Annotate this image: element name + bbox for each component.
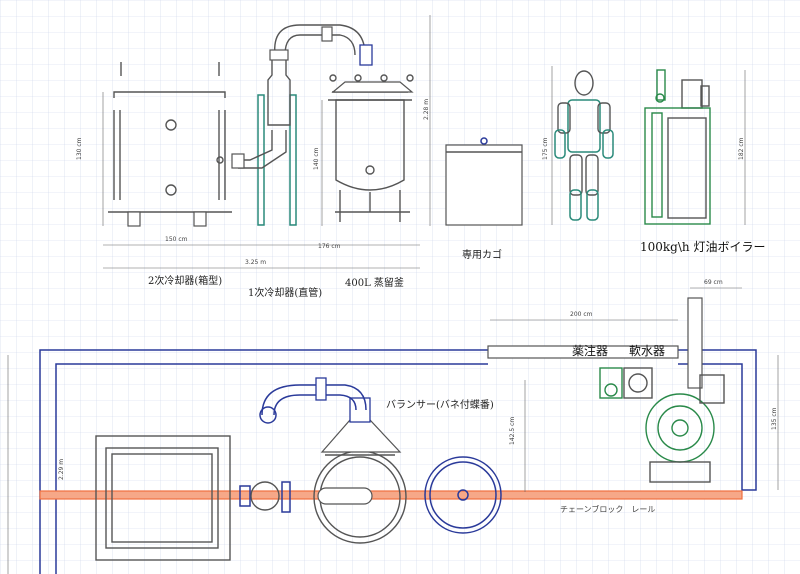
secondary-cooler-elevation (108, 62, 232, 227)
basket-plan (424, 456, 502, 534)
dim-150: 150 cm (165, 236, 188, 243)
dim-175: 175 cm (542, 137, 549, 160)
dim-229: 2.29 m (58, 459, 65, 480)
dim-135: 135 cm (771, 407, 778, 430)
dim-130: 130 cm (76, 137, 83, 160)
still-pot-plan (259, 377, 407, 544)
label-chain-block-rail: チェーンブロック レール (560, 504, 655, 514)
label-primary-cooler: 1次冷却器(直管) (248, 286, 322, 299)
primary-cooler-plan (239, 481, 291, 513)
label-basket: 専用カゴ (462, 248, 502, 261)
dim-182: 182 cm (738, 137, 745, 160)
dim-176: 176 cm (318, 243, 341, 250)
dim-140: 140 cm (313, 147, 320, 170)
primary-cooler-elevation (231, 24, 366, 226)
basket-elevation (445, 137, 523, 226)
label-balancer: バランサー(バネ付蝶番) (386, 398, 494, 411)
label-still-pot: 400L 蒸留釜 (345, 276, 404, 289)
boiler-elevation (644, 69, 711, 225)
dim-1425: 142.5 cm (509, 417, 516, 445)
chain-block-rail (39, 490, 743, 500)
secondary-cooler-plan (95, 435, 231, 561)
boiler-plan (599, 297, 725, 483)
dim-228: 2.28 m (423, 99, 430, 120)
still-pot-elevation (328, 44, 414, 222)
label-chemical-injector: 薬注器 (572, 343, 608, 358)
dim-325: 3.25 m (245, 259, 266, 266)
human-scale-figure (554, 70, 614, 221)
label-water-softener: 軟水器 (629, 343, 665, 358)
label-secondary-cooler: 2次冷却器(箱型) (148, 274, 222, 287)
label-boiler: 100kg\h 灯油ボイラー (640, 240, 765, 254)
dim-200: 200 cm (570, 311, 593, 318)
dim-69: 69 cm (704, 279, 723, 286)
injector-softener-bar (487, 345, 679, 359)
